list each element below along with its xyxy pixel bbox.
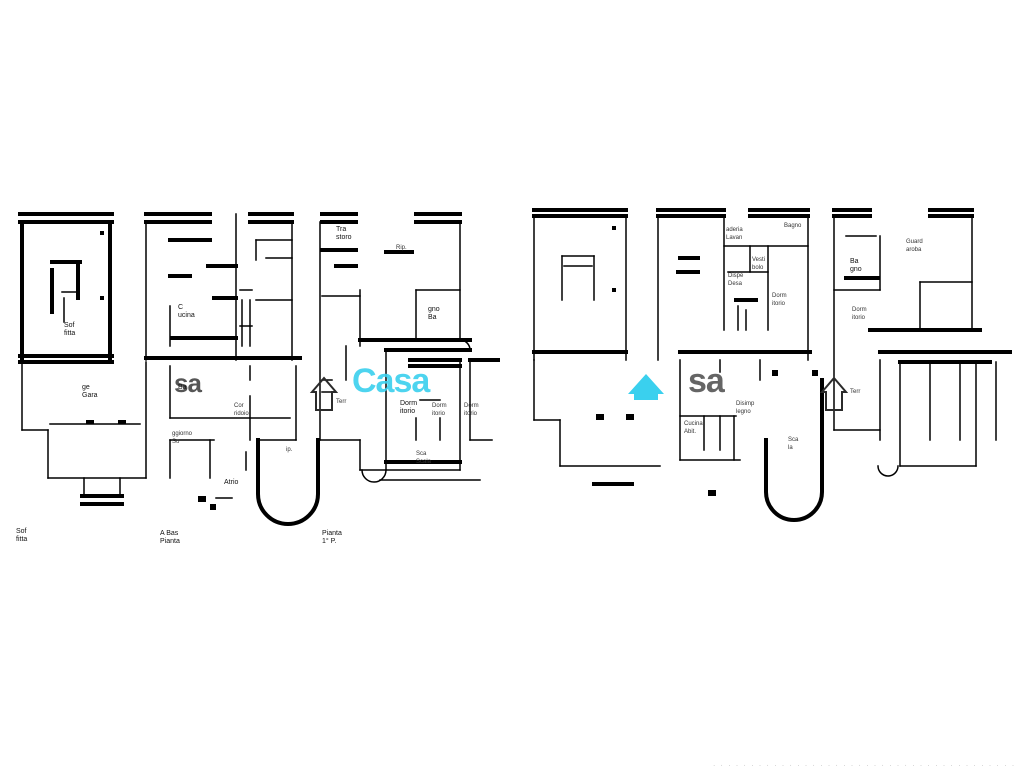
room-label-dormitorio-3: Dorm itorio xyxy=(464,403,479,417)
room-label-rip: Rip. xyxy=(396,245,407,251)
watermark-center: Casa xyxy=(352,362,430,401)
right-soffitta-block xyxy=(532,208,661,486)
room-label-garage: ge Gara xyxy=(82,384,98,399)
room-label-trastoro: Tra storo xyxy=(336,226,352,241)
room-label-dormitorio-right: Dorm itorio xyxy=(772,293,787,307)
room-label-terr: Terr xyxy=(336,399,347,405)
room-label-soffitta: Sof fitta xyxy=(64,322,76,337)
room-label-corridoio: Cor ridoio xyxy=(234,403,249,417)
footer-dots: · · · · · · · · · · · · · · · · · · · · … xyxy=(713,763,1016,769)
room-label-terr-right: Terr xyxy=(850,389,861,395)
room-label-bagno: Ba xyxy=(178,384,187,391)
watermark-left: sa xyxy=(174,368,202,399)
right-piano-terra-block xyxy=(656,208,824,522)
room-label-scala: Sca Scala xyxy=(416,451,432,465)
room-label-bagno-right: Bagno xyxy=(784,223,802,229)
plan-title-primo-piano: Pianta 1° P. xyxy=(322,530,342,545)
room-label-atrio: Atrio xyxy=(224,479,239,486)
room-label-bagno-piano1: gno Ba xyxy=(428,306,440,321)
room-label-dispensa: Dispe Desa xyxy=(728,273,744,287)
watermark-brand-right: sa xyxy=(688,362,725,400)
room-label-scala-right: Sca la xyxy=(788,437,799,451)
room-label-cucina-right: Cucina Abit. xyxy=(684,421,703,435)
watermark-house-icon xyxy=(309,374,849,411)
room-label-cucina: C ucina xyxy=(178,304,195,319)
room-label-vestibolo: Vesti bolo xyxy=(752,257,766,271)
room-label-dormitorio-2: Dorm itorio xyxy=(432,403,447,417)
plan-title-soffitta: Sof fitta xyxy=(16,528,28,543)
room-label-soggiorno: ggiorno So xyxy=(172,431,193,445)
watermark-brand-partial: sa xyxy=(174,368,202,398)
room-label-dormitorio-right-2: Dorm itorio xyxy=(852,307,867,321)
room-label-bagno-right-2: Ba gno xyxy=(850,258,862,273)
watermark-brand: Casa xyxy=(352,362,430,400)
room-label-ripostiglio: ip. xyxy=(286,447,293,453)
watermark-right: sa xyxy=(688,362,725,401)
primo-piano-block xyxy=(319,212,500,483)
right-primo-piano-block xyxy=(832,208,1012,477)
garage-block xyxy=(21,361,147,506)
room-label-guardaroba: Guard aroba xyxy=(906,239,923,253)
room-label-lavanderia: aderia Lavan xyxy=(726,227,743,241)
soffitta-block xyxy=(18,212,114,364)
room-label-dormitorio-1: Dorm itorio xyxy=(400,400,418,415)
piano-terra-block xyxy=(144,212,320,526)
room-label-disimpegno: Disimp legno xyxy=(736,401,755,415)
plan-title-piano-terra: A Bas Pianta xyxy=(160,530,180,545)
